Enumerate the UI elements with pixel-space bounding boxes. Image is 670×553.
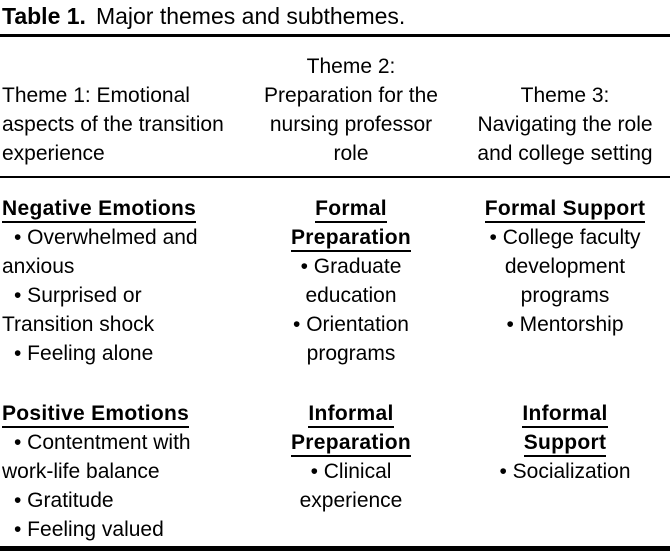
column-header-theme-2: Theme 2: Preparation for the nursing pro… [242,52,460,168]
section-heading: Preparation [242,428,460,457]
column-header-line: Navigating the role [477,113,653,136]
table-header-row: Theme 1: Emotional aspects of the transi… [0,37,670,176]
table-caption-text: Major themes and subthemes. [95,3,406,29]
section-heading: Negative Emotions [2,194,242,223]
section-heading-text: Positive Emotions [2,402,190,428]
wrap-line: experience [299,489,403,512]
wrap-line: Transition shock [2,313,155,336]
section-heading: Informal [460,399,670,428]
column-header-line: and college setting [477,142,653,165]
section-heading-text: Informal [522,402,608,428]
section-heading: Formal [242,194,460,223]
bullet-line: • Socialization [499,460,631,483]
section-heading-text: Support [523,431,607,457]
section-informal-preparation: Informal Preparation • Clinical experien… [242,399,460,544]
top-rule [0,34,670,37]
column-header-line: experience [2,142,105,165]
section-heading-text: Informal [308,402,394,428]
section-formal-support: Formal Support • College faculty develop… [460,194,670,368]
table-body-row-2: Positive Emotions • Contentment with wor… [0,399,670,544]
bullet-line: • Graduate [300,255,402,278]
section-informal-support: Informal Support • Socialization [460,399,670,544]
column-header-line: Theme 3: [520,84,610,107]
section-heading: Support [460,428,670,457]
column-header-line: nursing professor [269,113,433,136]
wrap-line: anxious [2,255,75,278]
wrap-line: work-life balance [2,460,160,483]
bullet-line: • Mentorship [506,313,624,336]
bottom-rule [0,546,670,551]
column-header-line: Theme 1: Emotional [2,84,190,107]
bullet-line: • Feeling alone [14,342,154,365]
section-heading-text: Preparation [291,226,411,252]
table-caption: Table 1. Major themes and subthemes. [0,0,670,34]
table-body-row-1: Negative Emotions • Overwhelmed and anxi… [0,178,670,368]
bullet-line: • Gratitude [14,489,114,512]
column-header-line: Theme 2: [306,55,396,78]
section-heading-text: Negative Emotions [2,197,197,223]
section-heading: Informal [242,399,460,428]
column-header-line: role [333,142,369,165]
wrap-line: development [504,255,626,278]
section-heading-text: Preparation [291,431,411,457]
bullet-line: • College faculty [489,226,641,249]
section-heading: Formal Support [460,194,670,223]
section-formal-preparation: Formal Preparation • Graduate education … [242,194,460,368]
section-heading-text: Formal [315,197,387,223]
column-header-line: aspects of the transition [2,113,224,136]
header-rule [0,176,670,178]
bullet-line: • Clinical [310,460,392,483]
section-negative-emotions: Negative Emotions • Overwhelmed and anxi… [0,194,242,368]
wrap-line: programs [306,342,396,365]
bullet-line: • Overwhelmed and [14,226,198,249]
column-header-line: Preparation for the [264,84,438,107]
wrap-line: programs [520,284,610,307]
bullet-line: • Contentment with [14,431,191,454]
table-caption-label: Table 1. [2,3,86,29]
section-heading: Preparation [242,223,460,252]
section-positive-emotions: Positive Emotions • Contentment with wor… [0,399,242,544]
column-header-theme-1: Theme 1: Emotional aspects of the transi… [0,81,242,168]
bullet-line: • Surprised or [14,284,142,307]
column-header-theme-3: Theme 3: Navigating the role and college… [460,81,670,168]
bullet-line: • Orientation [293,313,409,336]
section-heading: Positive Emotions [2,399,242,428]
wrap-line: education [305,284,397,307]
section-heading-text: Formal Support [484,197,646,223]
bullet-line: • Feeling valued [14,518,164,541]
